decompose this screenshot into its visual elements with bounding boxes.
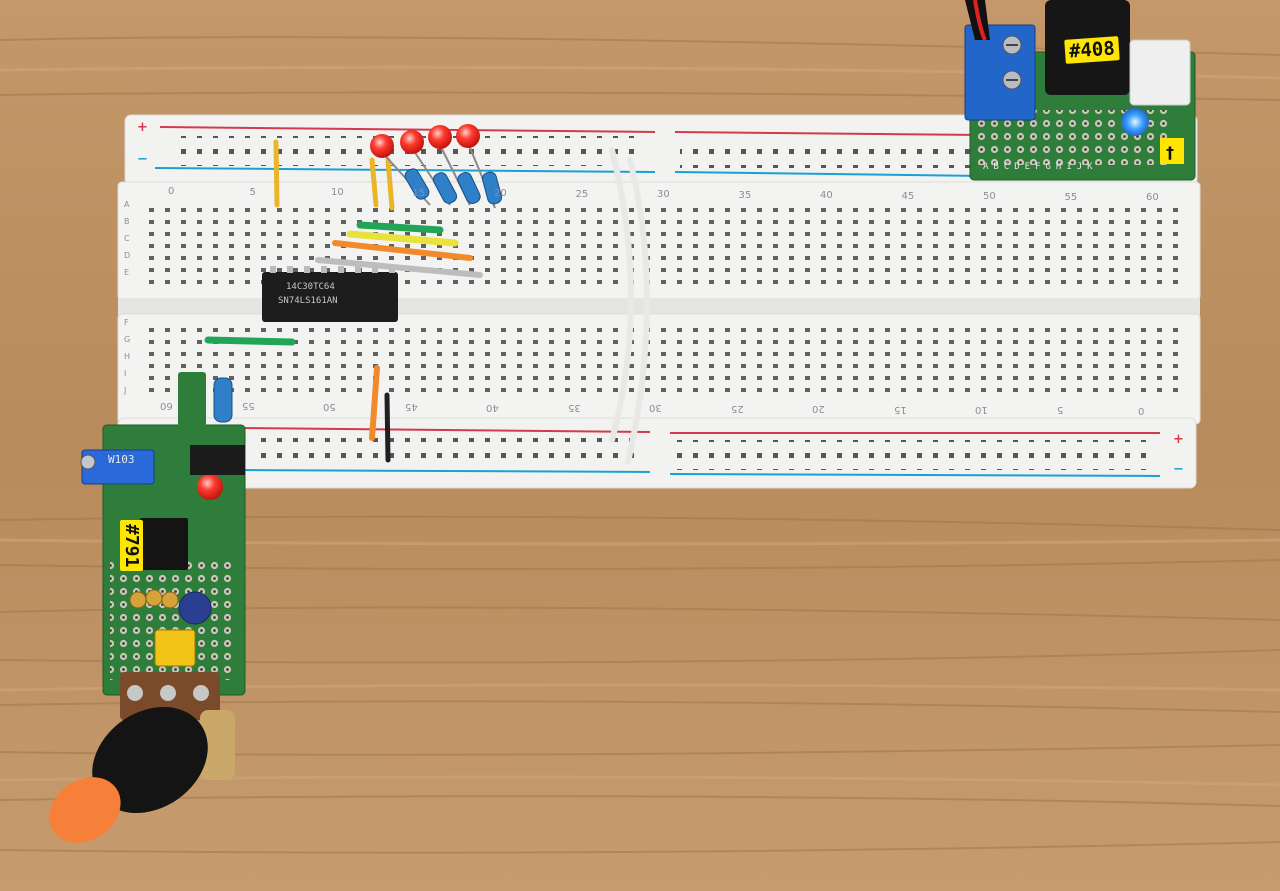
column-number-top: 60 xyxy=(1146,192,1159,203)
row-letter-top: E xyxy=(124,268,130,277)
column-number-bottom: 15 xyxy=(893,403,907,415)
column-number-top: 35 xyxy=(738,189,752,201)
column-number-top: 0 xyxy=(168,186,175,197)
column-number-top: 10 xyxy=(331,187,344,198)
column-number-bottom: 30 xyxy=(649,402,662,414)
row-letter-bottom: J xyxy=(124,386,127,395)
signal-led-red xyxy=(197,474,223,500)
power-module: † xyxy=(964,0,1196,181)
orange-knob xyxy=(49,777,121,843)
column-number-top: 5 xyxy=(249,186,256,198)
column-number-bottom: 60 xyxy=(160,400,173,411)
column-number-bottom: 0 xyxy=(1138,404,1145,416)
bottom-plus-symbol: + xyxy=(1173,432,1184,447)
column-number-bottom: 5 xyxy=(1056,404,1063,416)
row-letter-bottom: F xyxy=(124,318,129,327)
led-resistor-array xyxy=(213,124,503,423)
column-number-top: 45 xyxy=(901,190,915,202)
power-module-label: #408 xyxy=(1064,36,1120,64)
jumper-wires xyxy=(204,139,650,465)
column-number-top: 55 xyxy=(1064,191,1078,203)
ic-8pin xyxy=(140,518,188,570)
chip-marking-1: 14C30TC64 xyxy=(286,282,335,292)
column-number-top: 25 xyxy=(575,188,589,200)
jst-connector xyxy=(1129,39,1191,106)
row-letter-top: B xyxy=(124,217,130,226)
row-letter-bottom: H xyxy=(124,352,131,361)
led-red-4 xyxy=(456,124,480,148)
column-number-bottom: 25 xyxy=(730,402,744,414)
logic-ic xyxy=(262,272,398,322)
column-number-bottom: 20 xyxy=(812,403,825,415)
signal-module xyxy=(49,372,246,843)
led-red-2 xyxy=(400,130,424,154)
led-red-1 xyxy=(370,134,394,158)
module-row-labels: ABCDEFGHIJK xyxy=(983,162,1098,172)
top-minus-symbol: − xyxy=(137,152,148,167)
chip-marking-2: SN74LS161AN xyxy=(278,296,338,306)
column-number-bottom: 55 xyxy=(241,400,255,412)
column-number-bottom: 50 xyxy=(323,400,336,412)
jumper-block xyxy=(154,629,196,667)
top-plus-symbol: + xyxy=(137,120,148,135)
knob-shaft xyxy=(92,706,208,814)
row-letter-top: D xyxy=(124,251,131,260)
pot-marking: W103 xyxy=(108,453,135,466)
led-red-3 xyxy=(428,125,452,149)
column-number-top: 15 xyxy=(412,187,426,199)
row-letter-top: A xyxy=(124,200,130,209)
column-number-bottom: 40 xyxy=(486,401,499,413)
ceramic-capacitors xyxy=(129,589,179,609)
column-number-bottom: 10 xyxy=(975,404,988,415)
signal-module-label: #791 xyxy=(120,520,143,572)
column-number-top: 50 xyxy=(983,191,996,202)
resistor-lower xyxy=(213,377,233,423)
electrolytic-capacitor xyxy=(178,591,212,625)
column-number-top: 30 xyxy=(657,189,670,200)
row-letter-bottom: I xyxy=(124,369,127,378)
power-led-blue xyxy=(1121,108,1149,136)
trimmer-pot xyxy=(81,449,155,485)
column-number-bottom: 35 xyxy=(567,402,581,413)
column-number-top: 20 xyxy=(494,188,507,199)
column-number-top: 40 xyxy=(820,190,833,201)
row-letter-top: C xyxy=(124,234,130,243)
svg-text:†: † xyxy=(1166,143,1174,162)
row-letter-bottom: G xyxy=(124,335,131,344)
column-number-bottom: 45 xyxy=(404,401,418,413)
bottom-minus-symbol: − xyxy=(1173,462,1184,477)
